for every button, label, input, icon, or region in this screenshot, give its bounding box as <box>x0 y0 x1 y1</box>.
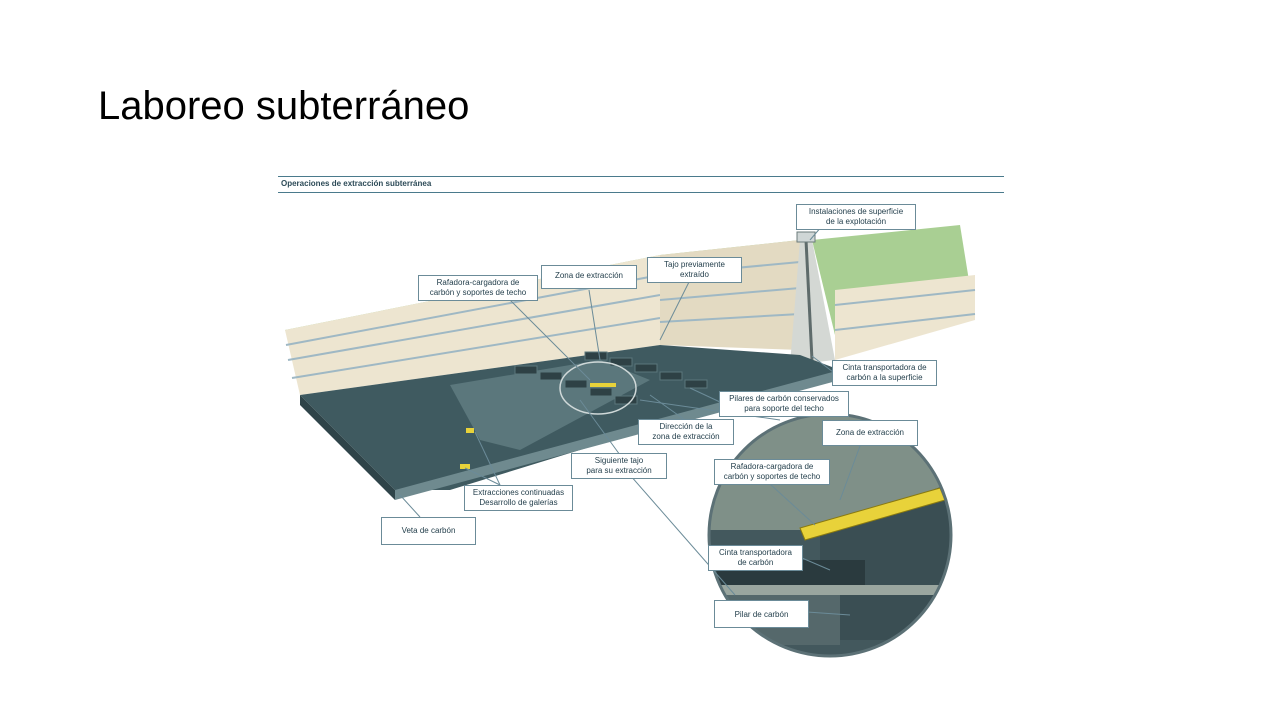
strata-block-right <box>835 275 975 360</box>
pillar <box>564 379 588 389</box>
pillar <box>634 363 658 373</box>
strata-line-r3 <box>659 313 801 323</box>
callout-tajo-previo: Tajo previamente extraído <box>647 257 742 283</box>
callout-rafadora-1: Rafadora-cargadora de carbón y soportes … <box>418 275 538 301</box>
strata-wall-back <box>285 255 660 395</box>
slide-title: Laboreo subterráneo <box>98 84 470 128</box>
leader <box>839 445 861 501</box>
coal-seam-front <box>300 395 395 500</box>
leader <box>579 399 621 456</box>
surface-installations <box>796 231 816 243</box>
strata-line-3 <box>291 317 661 379</box>
callout-zona-extraccion-2: Zona de extracción <box>822 420 918 446</box>
callout-extracciones: Extracciones continuadas Desarrollo de g… <box>464 485 573 511</box>
strata-line-r4 <box>834 289 976 306</box>
callout-pilares: Pilares de carbón conservados para sopor… <box>719 391 849 417</box>
callout-direccion: Dirección de la zona de extracción <box>638 419 734 445</box>
shaft-conveyor <box>804 239 814 361</box>
roof-supports <box>460 464 470 469</box>
focus-circle <box>559 361 637 415</box>
extracted-panel <box>450 360 650 450</box>
callout-veta: Veta de carbón <box>381 517 476 545</box>
leader <box>811 355 834 373</box>
pillar <box>589 387 613 397</box>
leader <box>629 474 736 596</box>
coal-pillars <box>514 351 708 405</box>
leader <box>509 299 591 381</box>
callout-cinta-superficie: Cinta transportadora de carbón a la supe… <box>832 360 937 386</box>
leader-lines <box>399 225 861 616</box>
figure-header-line-bottom <box>278 192 1004 193</box>
roof-supports <box>590 383 616 387</box>
callout-instalaciones: Instalaciones de superficie de la explot… <box>796 204 916 230</box>
roof-supports <box>466 428 474 433</box>
mine-shaft <box>790 240 835 365</box>
leader <box>659 279 691 341</box>
leader <box>588 289 601 361</box>
figure-header-line-top <box>278 176 1004 177</box>
pillar <box>514 365 538 375</box>
leader <box>769 483 816 526</box>
pillar <box>684 379 708 389</box>
leader <box>649 394 686 421</box>
leader <box>801 557 831 571</box>
pillar <box>614 395 638 405</box>
callout-pilar: Pilar de carbón <box>714 600 809 628</box>
leader <box>464 467 501 486</box>
callout-cinta-carbon: Cinta transportadora de carbón <box>708 545 803 571</box>
leader <box>689 387 721 403</box>
callout-zona-extraccion-1: Zona de extracción <box>541 265 637 289</box>
leader <box>399 494 421 518</box>
strata-line-2 <box>287 294 661 361</box>
strata-line-r2 <box>659 287 801 301</box>
pillar <box>659 371 683 381</box>
strata-line-r5 <box>834 313 976 331</box>
pillar <box>539 371 563 381</box>
figure-title: Operaciones de extracción subterránea <box>281 179 432 188</box>
callout-siguiente-tajo: Siguiente tajo para su extracción <box>571 453 667 479</box>
pillar <box>584 351 608 361</box>
leader <box>806 611 851 616</box>
leader <box>474 431 501 486</box>
pillar <box>609 357 633 367</box>
detail-floor <box>710 585 950 595</box>
callout-rafadora-2: Rafadora-cargadora de carbón y soportes … <box>714 459 830 485</box>
